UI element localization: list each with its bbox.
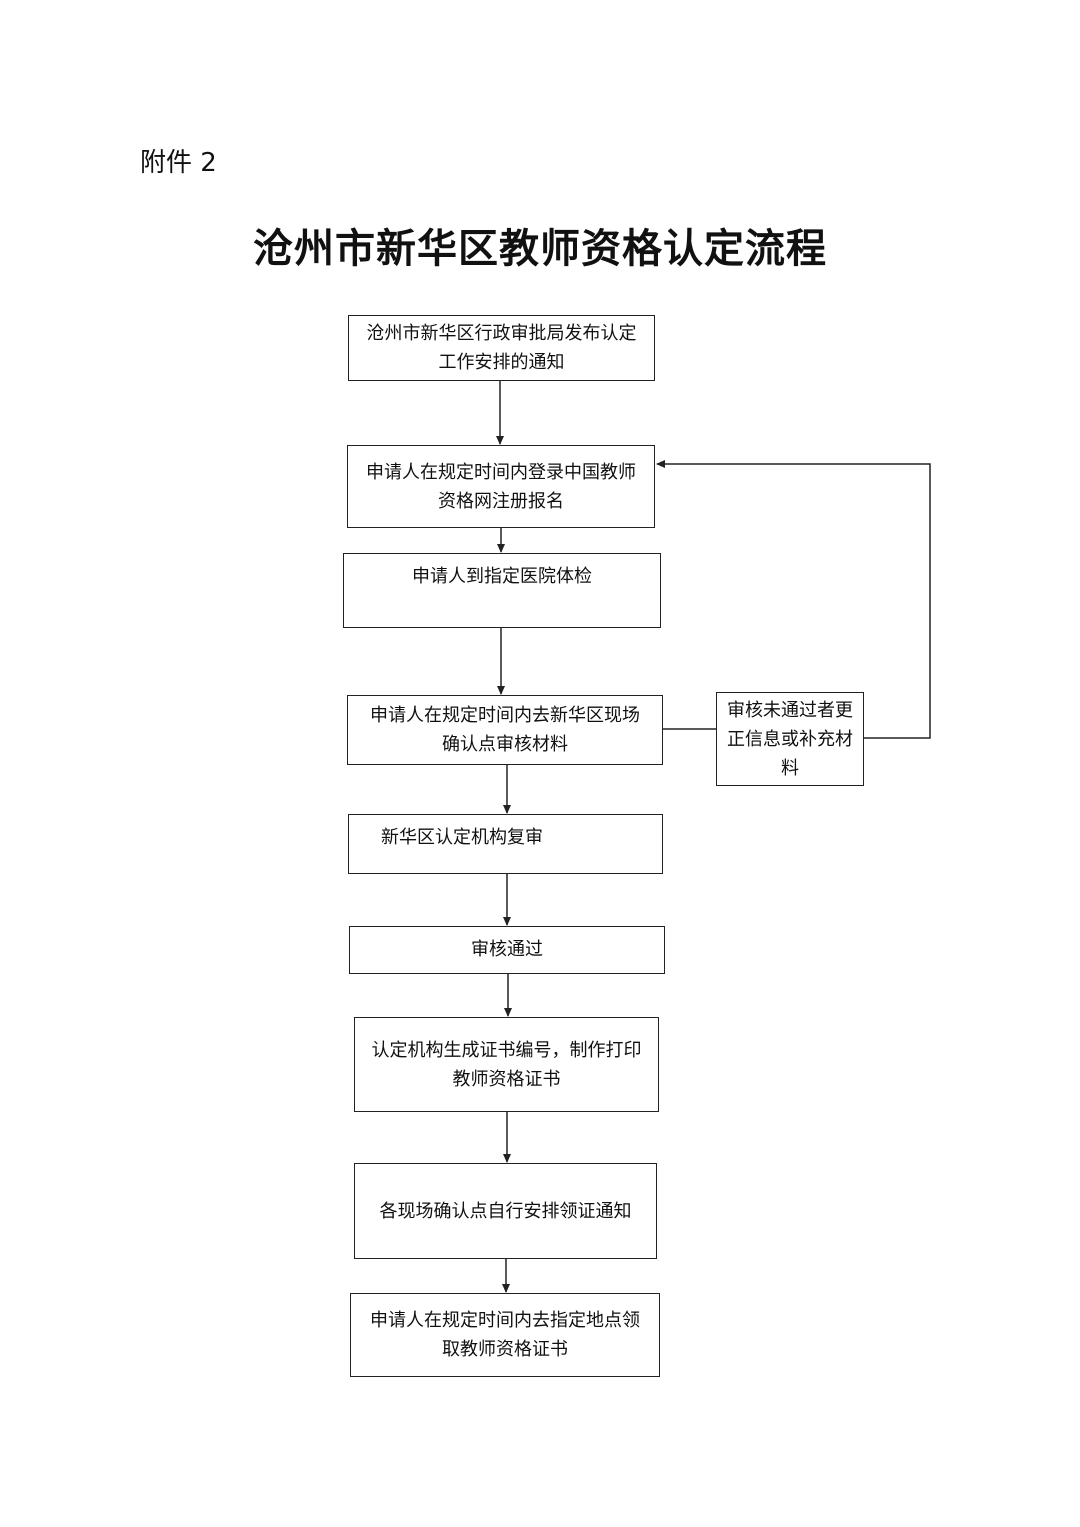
step-6-text: 审核通过 xyxy=(471,939,543,960)
step-6-box: 审核通过 xyxy=(349,926,665,974)
attachment-label: 附件 2 xyxy=(140,148,217,178)
step-1-box: 沧州市新华区行政审批局发布认定工作安排的通知 xyxy=(348,315,655,381)
step-4-text: 申请人在规定时间内去新华区现场确认点审核材料 xyxy=(370,705,640,755)
return-arrow xyxy=(656,460,931,739)
step-5-box: 新华区认定机构复审 xyxy=(348,814,663,874)
step-3-text: 申请人到指定医院体检 xyxy=(412,566,592,587)
step-8-box: 各现场确认点自行安排领证通知 xyxy=(354,1163,657,1259)
page-title: 沧州市新华区教师资格认定流程 xyxy=(253,225,827,272)
step-8-text: 各现场确认点自行安排领证通知 xyxy=(379,1200,632,1222)
step-4-side-box: 审核未通过者更正信息或补充材料 xyxy=(716,692,864,786)
step-1-text: 沧州市新华区行政审批局发布认定工作安排的通知 xyxy=(366,323,637,373)
step-9-box: 申请人在规定时间内去指定地点领取教师资格证书 xyxy=(350,1293,660,1377)
step-9-text: 申请人在规定时间内去指定地点领取教师资格证书 xyxy=(370,1310,640,1360)
step-4-side-text: 审核未通过者更正信息或补充材料 xyxy=(727,699,853,779)
step-5-text: 新华区认定机构复审 xyxy=(381,827,543,848)
step-3-box: 申请人到指定医院体检 xyxy=(343,553,661,628)
step-4-box: 申请人在规定时间内去新华区现场确认点审核材料 xyxy=(347,695,663,765)
step-2-box: 申请人在规定时间内登录中国教师资格网注册报名 xyxy=(347,445,655,528)
step-7-box: 认定机构生成证书编号，制作打印教师资格证书 xyxy=(354,1017,659,1112)
step-7-text: 认定机构生成证书编号，制作打印教师资格证书 xyxy=(371,1039,642,1090)
step-2-text: 申请人在规定时间内登录中国教师资格网注册报名 xyxy=(366,461,636,512)
